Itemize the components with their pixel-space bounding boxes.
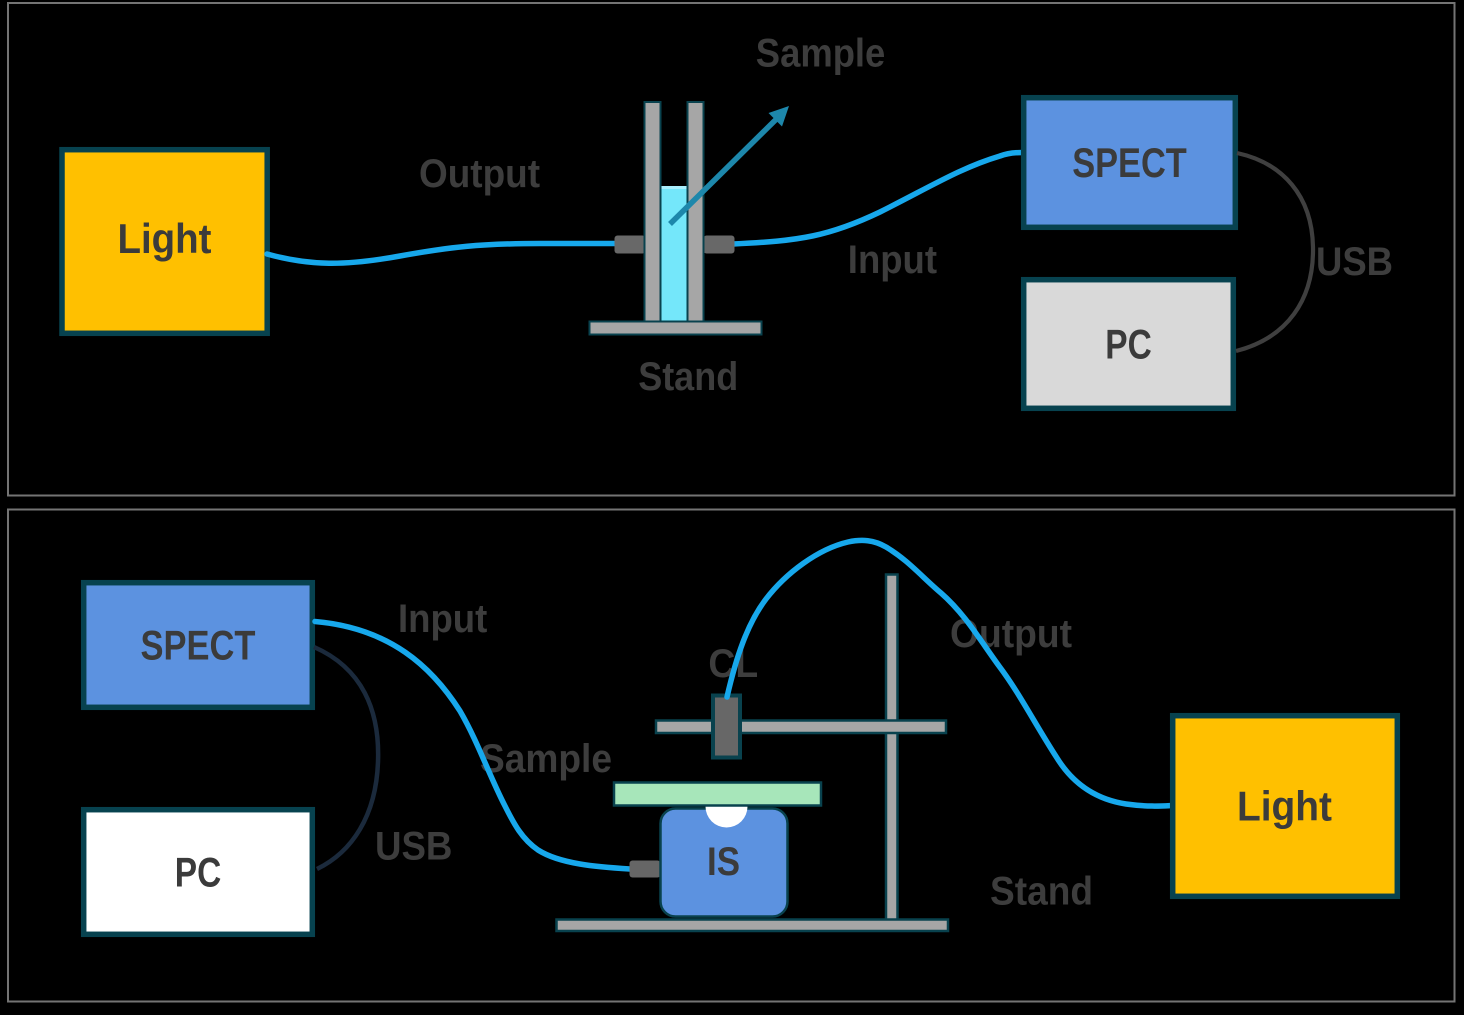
- svg-text:Input: Input: [848, 238, 937, 282]
- svg-text:Light: Light: [118, 215, 212, 262]
- svg-text:USB: USB: [1316, 240, 1393, 284]
- svg-text:Stand: Stand: [638, 355, 738, 399]
- svg-text:Output: Output: [950, 612, 1072, 656]
- svg-text:IS: IS: [707, 840, 740, 884]
- svg-text:SPECT: SPECT: [141, 622, 256, 669]
- svg-text:SPECT: SPECT: [1072, 139, 1187, 186]
- svg-text:Sample: Sample: [756, 32, 886, 76]
- svg-text:Light: Light: [1237, 783, 1332, 830]
- svg-text:Sample: Sample: [480, 737, 612, 781]
- svg-text:USB: USB: [375, 825, 452, 869]
- svg-text:Output: Output: [419, 152, 540, 196]
- svg-text:Stand: Stand: [990, 870, 1093, 914]
- svg-text:Input: Input: [398, 597, 487, 641]
- svg-text:PC: PC: [1105, 321, 1152, 368]
- svg-text:PC: PC: [175, 849, 222, 896]
